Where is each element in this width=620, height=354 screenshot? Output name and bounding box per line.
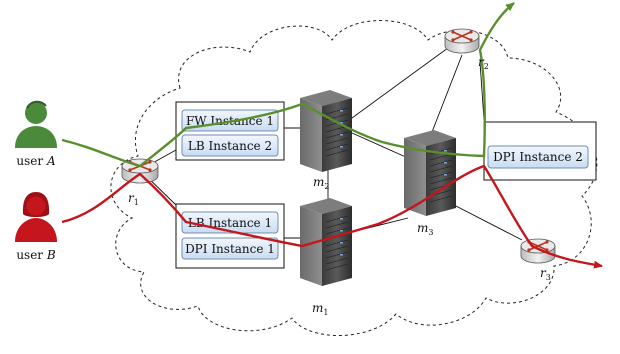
dpi-instance-1-label: DPI Instance 1 — [185, 242, 275, 256]
lb-instance-1-label: LB Instance 1 — [188, 216, 272, 230]
router-r2-label: r2 — [478, 55, 489, 71]
lb-instance-2-label: LB Instance 2 — [188, 139, 272, 153]
router-r1-label: r1 — [128, 191, 139, 207]
machine-m3-label: m3 — [417, 221, 433, 237]
user-b-label: user B — [16, 248, 56, 262]
lb-instance-1[interactable]: LB Instance 1 — [181, 211, 279, 234]
machine-m1-label: m1 — [312, 301, 328, 317]
user-b-avatar-icon[interactable] — [15, 192, 57, 242]
flow-user-b — [61, 164, 603, 269]
machine-m2-label: m2 — [313, 175, 329, 191]
server-m3-icon[interactable] — [404, 130, 456, 216]
dpi-instance-1[interactable]: DPI Instance 1 — [181, 237, 279, 260]
lb-instance-2[interactable]: LB Instance 2 — [181, 134, 279, 157]
server-m1-icon[interactable] — [300, 198, 352, 286]
dpi-instance-2-label: DPI Instance 2 — [493, 150, 583, 164]
flow-user-a — [61, 2, 515, 168]
dpi-instance-2[interactable]: DPI Instance 2 — [487, 145, 589, 169]
user-a-label: user A — [16, 154, 56, 168]
router-r3-label: r3 — [540, 266, 551, 282]
router-r3-icon[interactable] — [520, 238, 556, 264]
server-m2-icon[interactable] — [300, 90, 352, 172]
network-cloud — [110, 20, 598, 336]
user-a-avatar-icon[interactable] — [15, 100, 57, 148]
router-r2-icon[interactable] — [444, 28, 480, 54]
links — [139, 44, 523, 241]
